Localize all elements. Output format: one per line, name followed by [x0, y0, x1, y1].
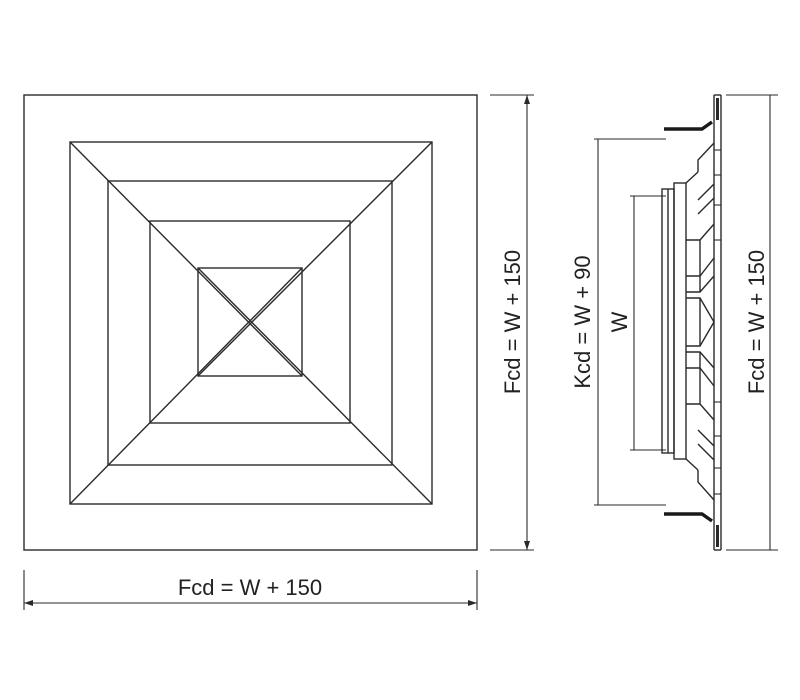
w-dimension-label: W [607, 311, 632, 332]
face-ticks [714, 149, 721, 495]
neck-collar [661, 171, 699, 471]
bottom-dimension-label: Fcd = W + 150 [178, 575, 322, 600]
kcd-dimension-label: Kcd = W + 90 [570, 255, 595, 388]
center-cone [686, 297, 715, 347]
ring-1 [69, 141, 433, 505]
diagonals [69, 141, 433, 505]
front-view: Fcd = W + 150 Fcd = W + 150 [23, 94, 534, 610]
ring-2 [107, 180, 393, 466]
fcd-side-dimension-line [726, 94, 778, 551]
w-dimension-line [630, 195, 666, 451]
center-plate [197, 267, 303, 377]
right-dimension-label: Fcd = W + 150 [500, 250, 525, 394]
face-plate [713, 94, 722, 551]
louvre-vanes-bottom [686, 351, 715, 461]
outer-frame [23, 94, 478, 551]
right-dimension-line [490, 94, 534, 551]
kcd-dimension-line [594, 138, 666, 506]
fcd-side-dimension-label: Fcd = W + 150 [744, 250, 769, 394]
bottom-dimension-line [23, 570, 478, 610]
ring-3 [149, 220, 351, 424]
louvre-vanes-top [686, 183, 715, 293]
housing-profile [697, 142, 715, 501]
side-view: W Kcd = W + 90 Fcd = W + 150 [570, 94, 778, 551]
mounting-brackets [664, 120, 713, 523]
